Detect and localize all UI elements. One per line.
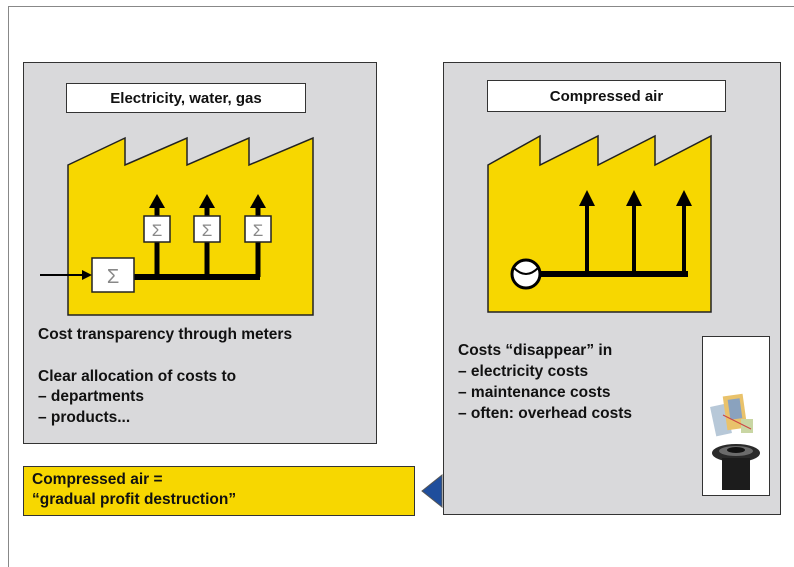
left-text-line-2: Clear allocation of costs to	[38, 368, 237, 385]
main-meter-box	[91, 257, 135, 293]
right-text-line-4: – often: overhead costs	[458, 405, 632, 422]
right-factory-building	[487, 134, 712, 313]
banner-line-2: “gradual profit destruction”	[32, 491, 237, 508]
right-arrow-head-1	[579, 190, 595, 206]
branch-arrow-head-1	[149, 194, 165, 208]
branch-arrow-head-3	[250, 194, 266, 208]
frame-top-line	[8, 6, 794, 7]
right-panel-title: Compressed air	[487, 80, 726, 112]
right-text-line-1: Costs “disappear” in	[458, 342, 613, 359]
money-down-drain-icon	[710, 393, 760, 490]
branch-arrow-head-2	[199, 194, 215, 208]
meter-symbol-2: Σ	[202, 221, 213, 240]
meter-symbol-3: Σ	[253, 221, 264, 240]
left-text-line-1: Cost transparency through meters	[38, 326, 293, 343]
meter-box-3	[244, 215, 272, 243]
left-text-line-4: – products...	[38, 409, 131, 426]
left-panel-title-text: Electricity, water, gas	[110, 89, 262, 107]
right-arrow-head-3	[676, 190, 692, 206]
left-panel-title: Electricity, water, gas	[66, 83, 306, 113]
meter-symbol-1: Σ	[152, 221, 163, 240]
pointer-arrow-icon	[421, 473, 443, 509]
right-text-line-3: – maintenance costs	[458, 384, 611, 401]
meter-box-1	[143, 215, 171, 243]
money-drain-photo	[702, 336, 770, 496]
profit-destruction-banner: Compressed air = “gradual profit destruc…	[23, 466, 415, 516]
main-meter-symbol: Σ	[107, 266, 119, 288]
right-text-line-2: – electricity costs	[458, 363, 589, 380]
meter-box-2	[193, 215, 221, 243]
banner-line-1: Compressed air =	[32, 471, 163, 488]
feed-arrow-head	[82, 270, 92, 280]
left-factory-diagram: Σ Σ Σ Σ	[40, 136, 314, 316]
right-factory-diagram	[487, 134, 712, 313]
left-text-line-3: – departments	[38, 388, 144, 405]
right-panel-title-text: Compressed air	[549, 87, 664, 105]
right-arrow-head-2	[626, 190, 642, 206]
frame-left-line	[8, 6, 9, 567]
